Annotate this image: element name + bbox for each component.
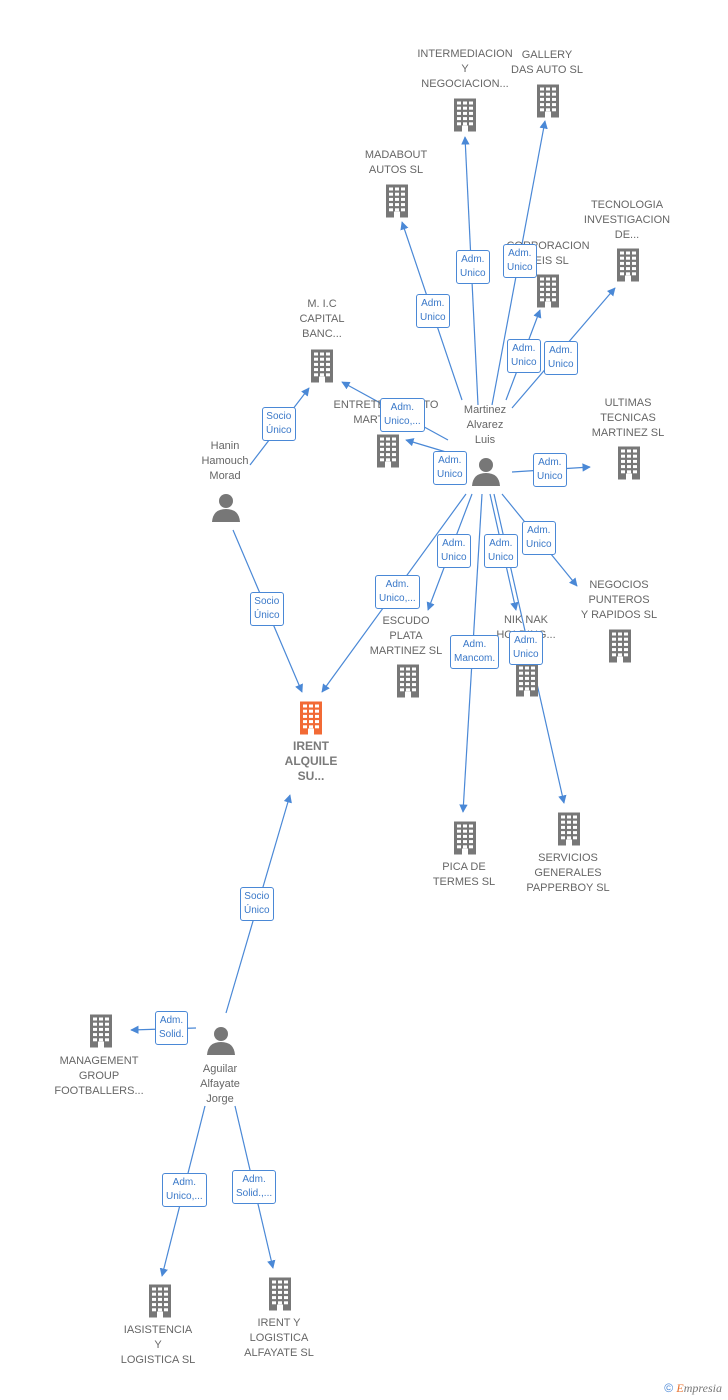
node-label-martinez[interactable]: Martinez Alvarez Luis	[463, 404, 507, 446]
building-icon-intermediacion[interactable]	[454, 98, 476, 132]
edge-label-martinez-to-mic: Adm. Unico,...	[380, 398, 425, 432]
building-icon-madabout[interactable]	[386, 184, 408, 218]
edge-label-aguilar-to-irentlog: Adm. Solid.,...	[232, 1170, 277, 1204]
edge-label-martinez-to-negocios: Adm. Unico	[522, 521, 556, 555]
building-icon-servicios[interactable]	[558, 812, 580, 846]
copyright-symbol: ©	[664, 1381, 674, 1395]
edge-label-martinez-to-intermediacion: Adm. Unico	[456, 250, 490, 284]
edge-label-martinez-to-madabout: Adm. Unico	[416, 294, 450, 328]
edge-label-hanin-to-mic: Socio Único	[262, 407, 296, 441]
node-label-madabout[interactable]: MADABOUT AUTOS SL	[364, 149, 428, 176]
node-label-gallery[interactable]: GALLERY DAS AUTO SL	[511, 49, 583, 76]
edge-label-martinez-to-gallery: Adm. Unico	[503, 244, 537, 278]
edge-label-martinez-to-ultimas: Adm. Unico	[533, 453, 567, 487]
building-icon-gallery[interactable]	[537, 84, 559, 118]
building-icon-corporacion[interactable]	[537, 274, 559, 308]
empresia-logo[interactable]: Empresia	[676, 1381, 722, 1395]
footer-brand: © Empresia	[664, 1381, 722, 1396]
edge-label-martinez-to-escudo: Adm. Unico	[437, 534, 471, 568]
edge-label-martinez-to-tecnologia: Adm. Unico	[544, 341, 578, 375]
edge-label-martinez-to-irent: Adm. Unico,...	[375, 575, 420, 609]
person-icon-aguilar[interactable]	[207, 1027, 235, 1055]
node-label-management[interactable]: MANAGEMENT GROUP FOOTBALLERS...	[54, 1055, 144, 1097]
building-icon-niknak[interactable]	[516, 663, 538, 697]
node-label-mic[interactable]: M. I.C CAPITAL BANC...	[299, 298, 345, 340]
edge-label-martinez-to-pica: Adm. Mancom.	[450, 635, 500, 669]
edge-label-aguilar-to-management: Adm. Solid.	[155, 1011, 189, 1045]
building-icon-mic[interactable]	[311, 349, 333, 383]
node-label-iasistencia[interactable]: IASISTENCIA Y LOGISTICA SL	[120, 1324, 196, 1366]
person-icon-martinez[interactable]	[472, 458, 500, 486]
node-label-hanin[interactable]: Hanin Hamouch Morad	[201, 440, 249, 482]
node-label-servicios[interactable]: SERVICIOS GENERALES PAPPERBOY SL	[526, 852, 610, 894]
building-icon-pica[interactable]	[454, 821, 476, 855]
person-icon-hanin[interactable]	[212, 494, 240, 522]
node-label-negocios[interactable]: NEGOCIOS PUNTEROS Y RAPIDOS SL	[580, 579, 658, 621]
node-label-pica[interactable]: PICA DE TERMES SL	[432, 861, 496, 888]
node-label-escudo[interactable]: ESCUDO PLATA MARTINEZ SL	[369, 615, 443, 657]
edge-label-martinez-to-niknak: Adm. Unico	[484, 534, 518, 568]
node-label-irent[interactable]: IRENT ALQUILE SU...	[284, 739, 338, 783]
node-label-tecnologia[interactable]: TECNOLOGIA INVESTIGACION DE...	[583, 199, 671, 241]
edge-label-martinez-to-corporacion: Adm. Unico	[507, 339, 541, 373]
building-icon-ultimas[interactable]	[618, 446, 640, 480]
building-icon-iasistencia[interactable]	[149, 1284, 171, 1318]
node-label-intermediacion[interactable]: INTERMEDIACION Y NEGOCIACION...	[417, 48, 513, 90]
building-icon-entretenimiento[interactable]	[377, 434, 399, 468]
edge-label-aguilar-to-iasistencia: Adm. Unico,...	[162, 1173, 207, 1207]
edge-label-aguilar-to-irent: Socio Único	[240, 887, 274, 921]
building-icon-escudo[interactable]	[397, 664, 419, 698]
building-icon-irent[interactable]	[300, 701, 322, 735]
building-icon-tecnologia[interactable]	[617, 248, 639, 282]
node-label-irentlog[interactable]: IRENT Y LOGISTICA ALFAYATE SL	[244, 1317, 314, 1359]
building-icon-negocios[interactable]	[609, 629, 631, 663]
edge-label-martinez-to-entretenimiento: Adm. Unico	[433, 451, 467, 485]
building-icon-management[interactable]	[90, 1014, 112, 1048]
edge-label-martinez-to-servicios: Adm. Unico	[509, 631, 543, 665]
edge-label-hanin-to-irent: Socio Único	[250, 592, 284, 626]
node-label-ultimas[interactable]: ULTIMAS TECNICAS MARTINEZ SL	[591, 397, 665, 439]
node-label-aguilar[interactable]: Aguilar Alfayate Jorge	[200, 1063, 240, 1105]
building-icon-irentlog[interactable]	[269, 1277, 291, 1311]
